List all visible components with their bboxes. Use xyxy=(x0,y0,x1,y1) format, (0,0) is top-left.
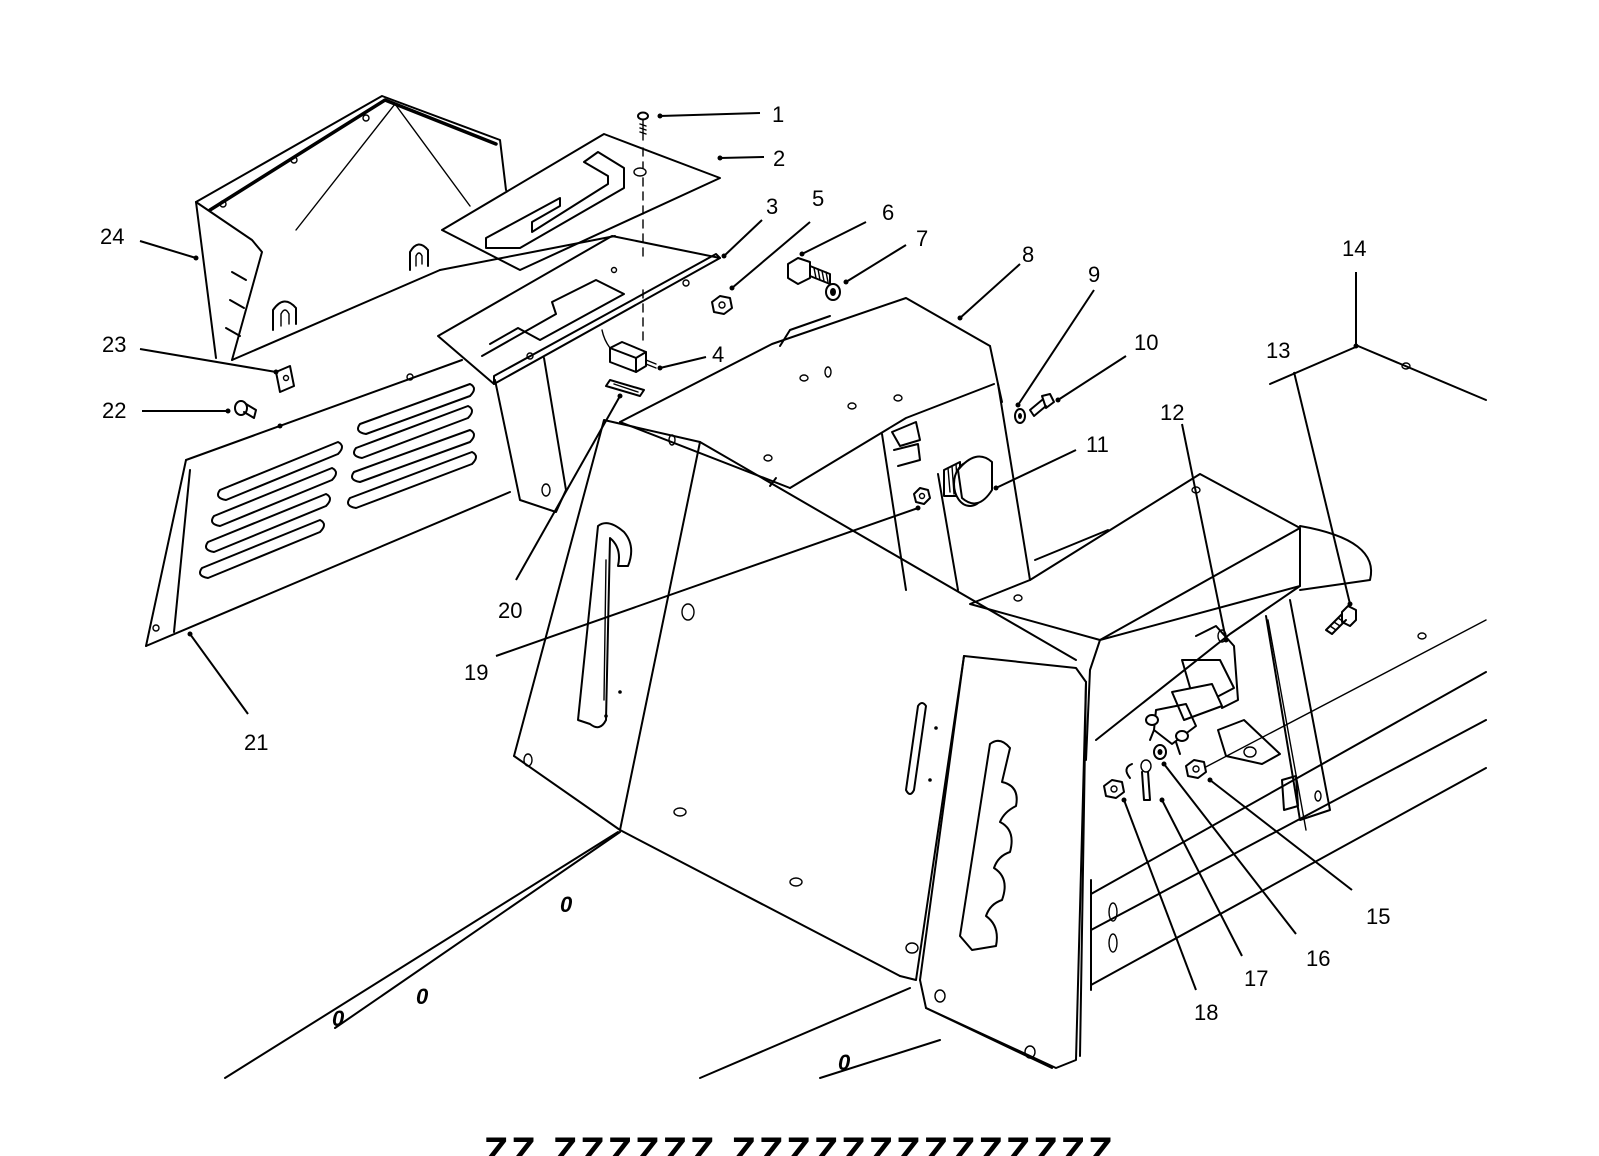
callout-3: 3 xyxy=(766,194,778,219)
part-15-nut xyxy=(1185,759,1207,779)
deck-mark: 0 xyxy=(560,892,573,917)
part-18-nut xyxy=(1103,779,1125,799)
callout-5: 5 xyxy=(812,186,824,211)
deck-mark: 0 xyxy=(416,984,429,1009)
caption-clip: ZZ ZZZZZZ ZZZZZZZZZZZZZZ xyxy=(0,1128,1599,1156)
callout-21: 21 xyxy=(244,730,268,755)
callout-10: 10 xyxy=(1134,330,1158,355)
callout-13: 13 xyxy=(1266,338,1290,363)
callout-24: 24 xyxy=(100,224,124,249)
part-16-lockwasher xyxy=(1153,744,1167,760)
part-2-gasket-plate xyxy=(441,133,721,271)
part-1-screw xyxy=(637,111,649,343)
right-block xyxy=(969,362,1427,831)
part-5-nut xyxy=(711,295,733,315)
part-11-knob xyxy=(943,455,993,507)
part-6-bolt xyxy=(787,257,831,285)
callout-23: 23 xyxy=(102,332,126,357)
part-23-clip xyxy=(275,365,295,393)
deck-mark: 0 xyxy=(332,1006,345,1031)
part-19-nut xyxy=(913,487,931,505)
deck-marks: 0 0 0 0 xyxy=(332,892,851,1075)
part-24-rear-shroud xyxy=(195,95,616,513)
callout-6: 6 xyxy=(882,200,894,225)
part-20-insulator xyxy=(605,379,645,397)
part-13-bolt xyxy=(1325,605,1357,635)
callout-15: 15 xyxy=(1366,904,1390,929)
part-21-louvered-panel xyxy=(145,359,511,647)
part-22-bolt xyxy=(234,400,257,419)
deck-mark: 0 xyxy=(838,1050,851,1075)
callout-22: 22 xyxy=(102,398,126,423)
front-cowl xyxy=(513,419,1087,1069)
callout-18: 18 xyxy=(1194,1000,1218,1025)
part-17-terminal xyxy=(1125,759,1152,801)
leader-lines xyxy=(139,112,1359,991)
callout-19: 19 xyxy=(464,660,488,685)
callout-4: 4 xyxy=(712,342,724,367)
callout-11: 11 xyxy=(1086,432,1109,457)
part-8-housing xyxy=(619,297,1031,591)
callout-16: 16 xyxy=(1306,946,1330,971)
callout-9: 9 xyxy=(1088,262,1100,287)
part-3-bracket xyxy=(437,235,721,385)
callout-1: 1 xyxy=(772,102,784,127)
callout-20: 20 xyxy=(498,598,522,623)
deck-frame xyxy=(224,345,1487,1079)
callout-8: 8 xyxy=(1022,242,1034,267)
part-10-screw xyxy=(1029,393,1055,417)
callout-17: 17 xyxy=(1244,966,1268,991)
callout-12: 12 xyxy=(1160,400,1184,425)
part-4-switch xyxy=(601,329,657,373)
callout-7: 7 xyxy=(916,226,928,251)
part-12-solenoid xyxy=(1145,625,1281,765)
callout-labels: 1 2 3 4 5 6 7 8 9 10 11 12 13 14 15 16 1… xyxy=(100,102,1390,1025)
part-9-washer xyxy=(1014,408,1026,424)
cut-off-caption: ZZ ZZZZZZ ZZZZZZZZZZZZZZ xyxy=(483,1130,1116,1156)
part-7-washer xyxy=(825,283,841,301)
callout-14: 14 xyxy=(1342,236,1366,261)
callout-2: 2 xyxy=(773,146,785,171)
